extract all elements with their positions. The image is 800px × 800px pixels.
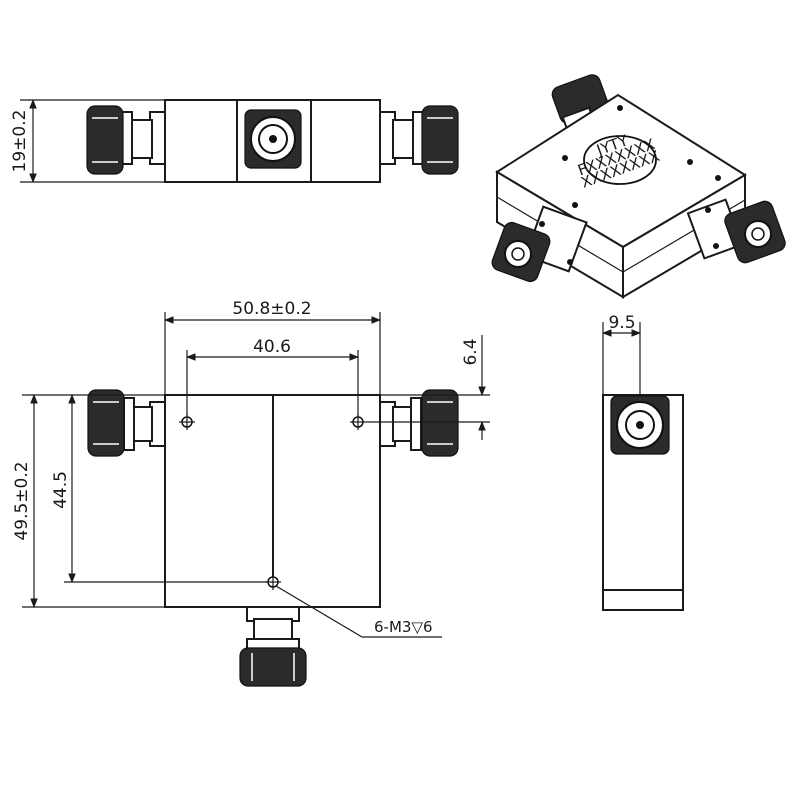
dim-hole-offset: 6.4 — [366, 335, 490, 440]
top-center-connector — [244, 109, 302, 169]
dim-hole-spacing: 40.6 — [186, 337, 359, 416]
side-connector — [610, 395, 670, 455]
dim-overall-width-label: 50.8±0.2 — [232, 299, 311, 319]
front-right-connector — [379, 389, 459, 457]
callout-mount-holes: 6-M3▽6 — [275, 585, 442, 638]
iso-left-connector — [491, 205, 588, 283]
dim-overall-height: 49.5±0.2 — [12, 394, 165, 608]
mount-holes — [179, 414, 366, 590]
iso-right-connector — [686, 198, 786, 264]
dim-hole-offset-label: 6.4 — [461, 338, 481, 365]
top-left-connector — [86, 105, 166, 175]
dim-hole-height-label: 44.5 — [51, 471, 71, 509]
front-bottom-connector — [239, 606, 307, 687]
dim-hole-height: 44.5 — [51, 394, 268, 583]
dim-side-width-label: 9.5 — [608, 313, 635, 333]
side-view: 9.5 — [602, 313, 684, 611]
front-left-connector — [87, 389, 166, 457]
dim-side-width: 9.5 — [602, 313, 641, 395]
dim-overall-height-label: 49.5±0.2 — [12, 461, 32, 540]
top-right-connector — [379, 105, 459, 175]
dim-top-height: 19±0.2 — [10, 99, 165, 183]
top-view: 19±0.2 — [10, 99, 459, 183]
front-view: 50.8±0.2 40.6 6.4 49.5±0.2 44.5 — [12, 299, 490, 687]
isometric-view: JYTY FXXXXXXX XXXXXXXX — [491, 74, 786, 299]
dim-hole-spacing-label: 40.6 — [253, 337, 291, 357]
callout-mount-holes-label: 6-M3▽6 — [374, 618, 433, 636]
dim-overall-width: 50.8±0.2 — [164, 299, 381, 395]
dim-top-height-label: 19±0.2 — [10, 110, 30, 173]
